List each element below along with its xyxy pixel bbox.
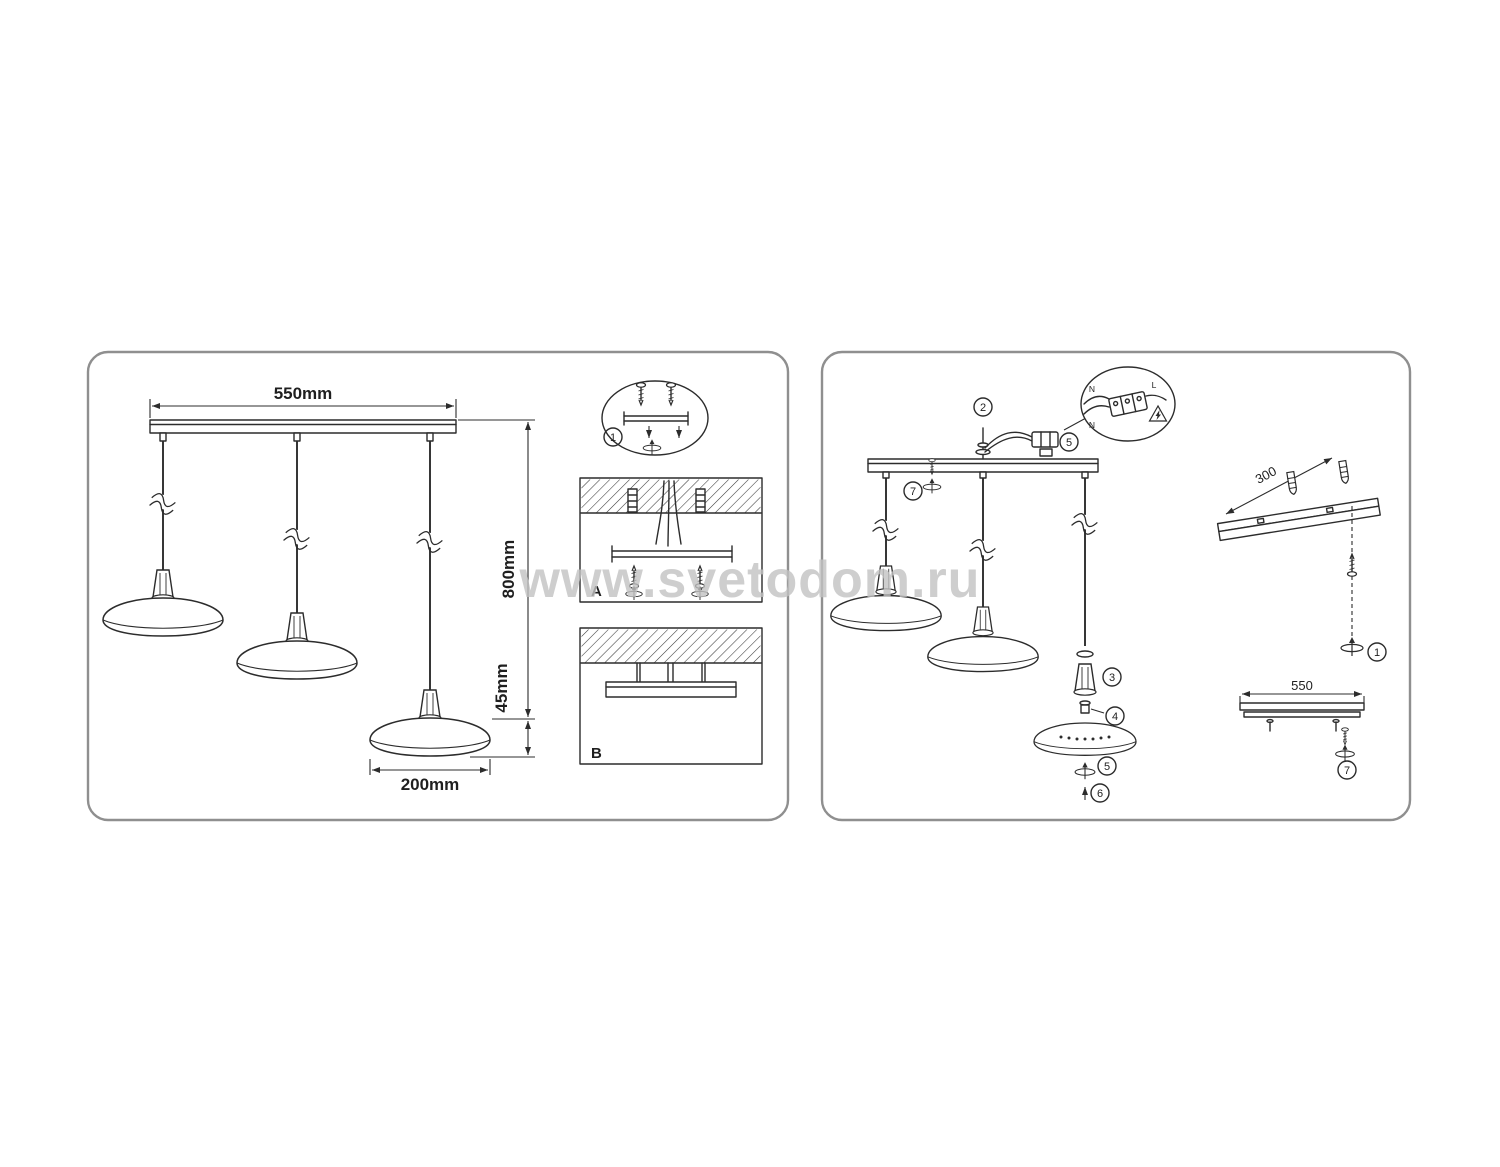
lamp-holder bbox=[1073, 663, 1097, 696]
bar-screw-callout: 7 bbox=[903, 458, 942, 501]
callout-step-5: 5 bbox=[1104, 761, 1110, 773]
callout-step-4: 4 bbox=[1112, 711, 1118, 723]
dimension-shade-diameter: 200mm bbox=[369, 759, 491, 794]
callout-step-1: 1 bbox=[610, 432, 616, 444]
ceiling-hatch bbox=[581, 629, 761, 663]
cable bbox=[655, 480, 665, 545]
dim-300-label: 300 bbox=[1253, 463, 1279, 486]
wiring-label-neutral: N bbox=[1089, 384, 1095, 394]
wire bbox=[1083, 395, 1110, 405]
lamp-holder bbox=[418, 689, 442, 722]
dim-800mm-label: 800mm bbox=[499, 540, 518, 599]
dimension-bar-width: 550mm bbox=[149, 384, 457, 418]
dim-200mm-label: 200mm bbox=[401, 775, 460, 794]
cable-break-icon bbox=[1068, 510, 1101, 537]
cable bbox=[673, 480, 682, 545]
dimension-drop-height: 800mm 45mm bbox=[458, 419, 535, 758]
lamp-shade bbox=[927, 635, 1039, 673]
rotate-arrow-icon bbox=[922, 477, 942, 494]
wire bbox=[1145, 394, 1167, 401]
lamp-holder bbox=[285, 612, 309, 645]
right-panel-border bbox=[820, 350, 1412, 822]
wall-plug-slot bbox=[627, 488, 638, 513]
wire bbox=[1083, 405, 1110, 415]
lamp-holder bbox=[151, 569, 175, 602]
mount-detail-ellipse: 1 bbox=[601, 380, 709, 456]
pendant-overview-drawing bbox=[102, 419, 491, 757]
wiring-label-line: L bbox=[1152, 380, 1157, 390]
led-plate-dots bbox=[1059, 735, 1111, 741]
cable-break-icon bbox=[280, 525, 313, 552]
detail-b: B bbox=[579, 627, 763, 765]
lamp-holder bbox=[972, 606, 994, 637]
callout-step-7: 7 bbox=[910, 486, 916, 498]
dim-45mm-label: 45mm bbox=[492, 663, 511, 712]
wall-plug-icon bbox=[1338, 459, 1350, 485]
screw-icon bbox=[1341, 727, 1349, 746]
lamp-shade bbox=[236, 640, 358, 680]
rotate-arrow-icon bbox=[1335, 744, 1355, 762]
socket-part bbox=[1080, 704, 1090, 714]
callout-step-2: 2 bbox=[980, 402, 986, 414]
rotate-arrow-icon bbox=[1340, 636, 1364, 657]
small-screw bbox=[1332, 718, 1340, 732]
wall-plug-slot bbox=[695, 488, 706, 513]
cable-break-icon bbox=[413, 528, 446, 555]
detail-a-label: A bbox=[591, 583, 602, 600]
lamp-shade bbox=[369, 717, 491, 757]
dim-550mm-label: 550mm bbox=[274, 384, 333, 403]
dim-550-label: 550 bbox=[1291, 678, 1313, 693]
exploded-drop: 3 4 5 6 bbox=[1033, 478, 1137, 803]
assembly-drawing: 2 5 bbox=[830, 366, 1176, 803]
wall-plug-icon bbox=[1286, 470, 1298, 496]
detail-a: A bbox=[579, 477, 763, 603]
callout-step-1: 1 bbox=[1374, 647, 1380, 659]
lamp-shade bbox=[102, 597, 224, 637]
callout-step-3: 3 bbox=[1109, 672, 1115, 684]
bracket-detail: 550 7 bbox=[1239, 678, 1365, 780]
washer bbox=[1076, 650, 1094, 658]
ceiling-hatch bbox=[581, 479, 761, 513]
callout-step-5: 5 bbox=[1066, 437, 1072, 449]
callout-step-6: 6 bbox=[1097, 788, 1103, 800]
detail-b-label: B bbox=[591, 745, 602, 762]
watermark: www.svetodom.ru bbox=[519, 551, 981, 609]
wiring-detail: N L N bbox=[1080, 366, 1176, 442]
small-screw bbox=[1266, 718, 1274, 732]
right-panel: 2 5 bbox=[820, 350, 1412, 822]
electric-warning-icon bbox=[1148, 404, 1168, 422]
wiring-label-neutral: N bbox=[1089, 420, 1095, 430]
rotate-arrow-icon bbox=[1074, 761, 1096, 780]
suspension-rod: 2 bbox=[973, 397, 993, 460]
rail-detail: 300 1 bbox=[1216, 457, 1387, 662]
callout-step-7: 7 bbox=[1344, 765, 1350, 777]
left-panel-border bbox=[86, 350, 790, 822]
cable bbox=[667, 480, 670, 547]
cable-break-icon bbox=[146, 490, 179, 517]
cable-break-icon bbox=[869, 516, 902, 543]
left-panel: 550mm 800mm 45mm 200mm bbox=[86, 350, 790, 822]
terminal-block: 5 bbox=[984, 417, 1087, 457]
